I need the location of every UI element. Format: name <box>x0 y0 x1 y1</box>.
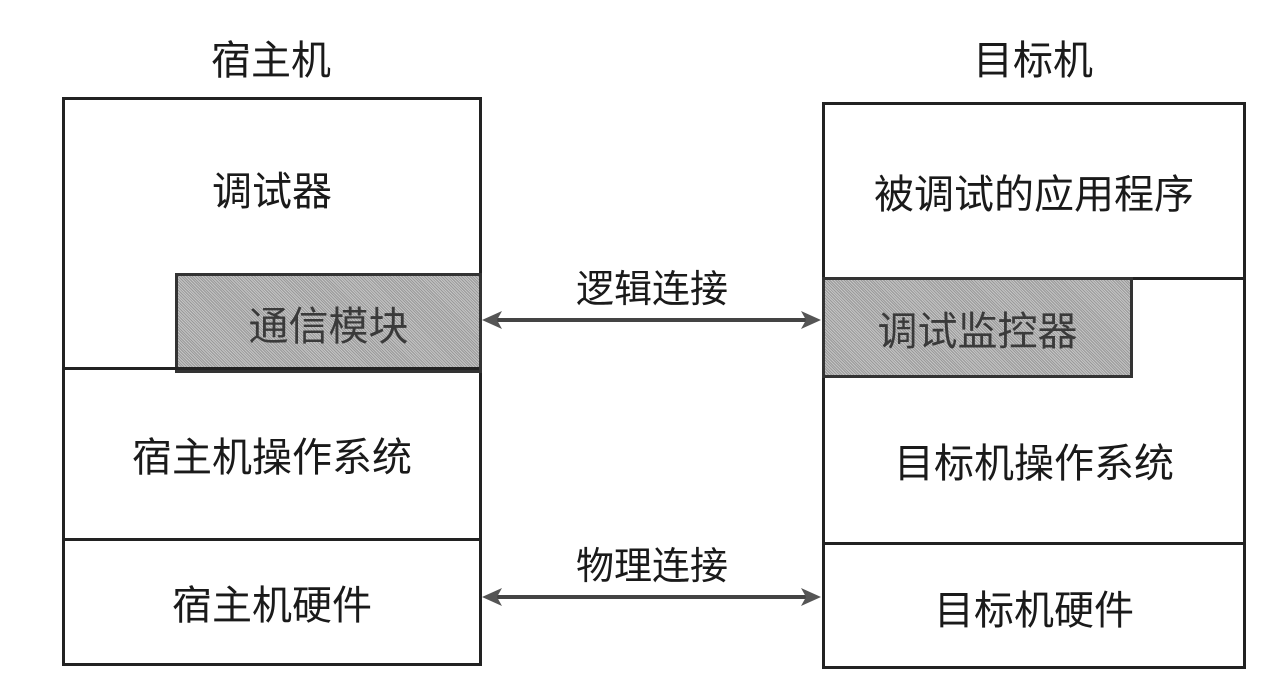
target-os-layer: 目标机操作系统 <box>825 378 1243 542</box>
target-os-label: 目标机操作系统 <box>894 441 1174 487</box>
target-hardware-label: 目标机硬件 <box>934 587 1134 634</box>
arrowhead-right-icon <box>801 588 821 606</box>
target-debug-monitor: 调试监控器 <box>822 277 1133 378</box>
target-title: 目标机 <box>973 38 1093 84</box>
arrowhead-left-icon <box>482 588 502 606</box>
host-comm-module: 通信模块 <box>175 273 482 373</box>
physical-connection-arrow <box>482 588 821 606</box>
target-divider-2 <box>825 542 1243 545</box>
target-app-layer: 被调试的应用程序 <box>825 105 1243 277</box>
target-stack: 被调试的应用程序 调试监控器 目标机操作系统 目标机硬件 <box>822 102 1246 669</box>
host-os-label: 宿主机操作系统 <box>132 435 412 481</box>
arrowhead-left-icon <box>482 311 502 329</box>
host-debugger-layer: 调试器 <box>65 100 479 276</box>
logical-connection-label: 逻辑连接 <box>575 267 728 311</box>
host-comm-module-label: 通信模块 <box>248 304 409 350</box>
host-debugger-label: 调试器 <box>212 169 332 215</box>
physical-connection-label: 物理连接 <box>575 544 728 588</box>
host-stack: 调试器 通信模块 宿主机操作系统 宿主机硬件 <box>62 97 482 666</box>
host-divider-1 <box>65 367 479 370</box>
target-app-label: 被调试的应用程序 <box>874 172 1194 218</box>
target-debug-monitor-label: 调试监控器 <box>877 308 1078 355</box>
host-divider-2 <box>65 538 479 541</box>
host-hardware-label: 宿主机硬件 <box>172 583 372 629</box>
logical-connection-arrow <box>482 311 821 329</box>
host-hardware-layer: 宿主机硬件 <box>65 541 479 663</box>
host-title: 宿主机 <box>211 38 331 84</box>
arrowhead-right-icon <box>801 311 821 329</box>
target-hardware-layer: 目标机硬件 <box>825 545 1243 668</box>
host-os-layer: 宿主机操作系统 <box>65 370 479 538</box>
